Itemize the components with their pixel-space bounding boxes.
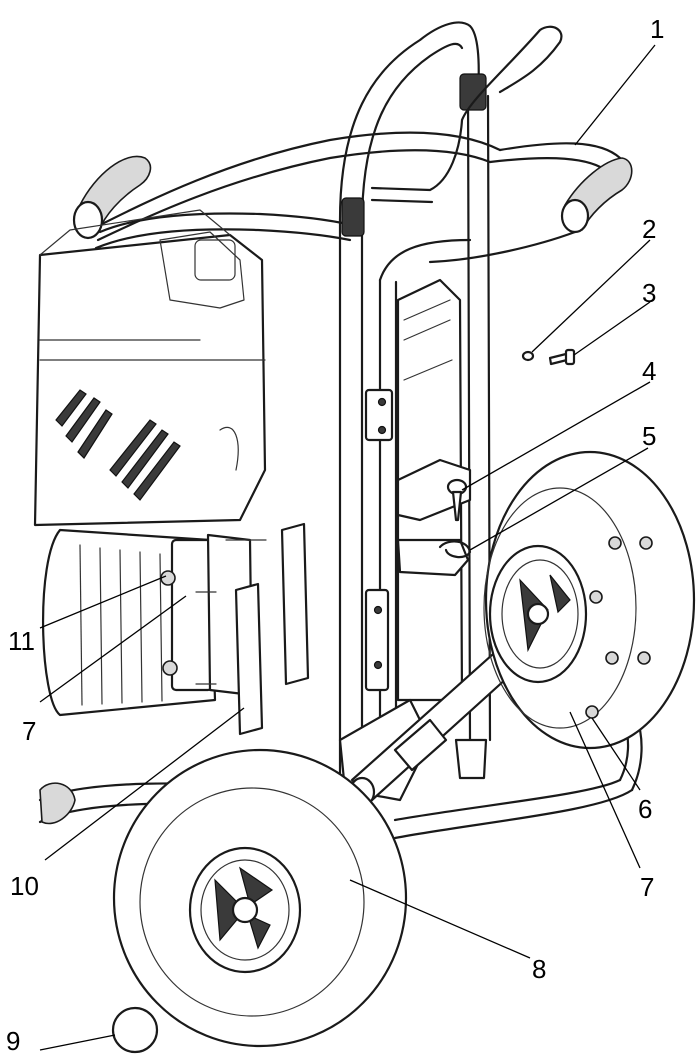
callout-7-right: 7 xyxy=(640,872,654,902)
callout-numbers: 1 2 3 4 5 6 7 7 8 9 10 11 xyxy=(6,14,664,1056)
callout-10: 10 xyxy=(10,871,39,901)
right-handle-grip xyxy=(428,157,633,264)
front-wheel xyxy=(112,748,408,1048)
electric-motor xyxy=(41,528,254,717)
rear-wheel xyxy=(483,450,696,750)
callout-8: 8 xyxy=(532,954,546,984)
spacer-bars xyxy=(195,522,310,736)
front-handle-loop xyxy=(94,212,354,250)
callout-7-left: 7 xyxy=(22,716,36,746)
vent-louvres-right xyxy=(109,419,181,501)
vent-louvres-left xyxy=(55,389,113,459)
rear-frame-loop xyxy=(96,131,622,242)
hub-cap xyxy=(111,1006,159,1054)
callout-6: 6 xyxy=(638,794,652,824)
washer xyxy=(521,350,535,362)
callout-11: 11 xyxy=(8,626,35,656)
callout-9: 9 xyxy=(6,1026,20,1056)
callout-2: 2 xyxy=(642,214,656,244)
upright-frame xyxy=(338,21,563,782)
callout-1: 1 xyxy=(650,14,664,44)
left-handle-grip xyxy=(72,155,152,240)
machine-body xyxy=(33,209,267,527)
callout-3: 3 xyxy=(642,278,656,308)
bolt xyxy=(548,348,576,366)
leader-lines xyxy=(39,44,656,1051)
motor-nuts xyxy=(160,570,178,676)
wheel-bolts xyxy=(585,536,653,719)
callout-4: 4 xyxy=(642,356,656,386)
callout-5: 5 xyxy=(642,421,656,451)
spring-clip xyxy=(438,540,472,559)
